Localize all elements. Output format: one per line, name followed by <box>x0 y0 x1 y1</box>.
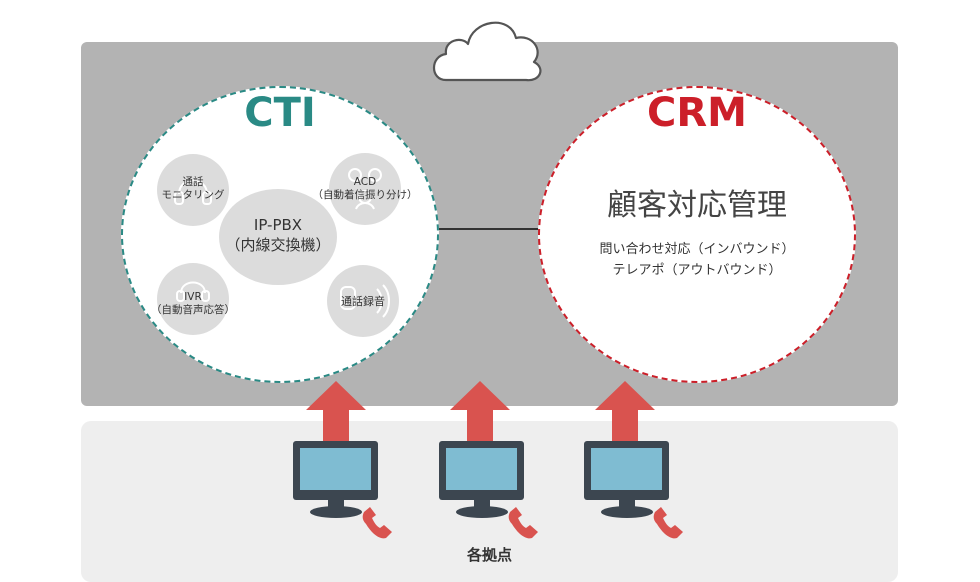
cti-crm-connector <box>439 228 538 230</box>
acd-label: ACD （自動着信振り分け） <box>312 176 418 201</box>
ivr-label: IVR （自動音声応答） <box>151 291 235 316</box>
people-icon <box>348 168 382 210</box>
up-arrow-icon <box>306 381 366 441</box>
acd-node <box>329 153 401 225</box>
sites-label: 各拠点 <box>466 546 512 564</box>
crm-subtitle: 顧客対応管理 <box>607 188 787 223</box>
ip-pbx-node <box>219 189 337 285</box>
ip-pbx-label: IP-PBX （内線交換機） <box>225 216 331 254</box>
monitoring-node <box>157 154 229 226</box>
phone-icon <box>362 507 392 539</box>
cti-title: CTI <box>244 90 316 136</box>
recording-label: 通話録音 <box>341 295 385 308</box>
monitoring-label: 通話 モニタリング <box>161 176 225 201</box>
headset-icon <box>176 281 210 302</box>
crm-title: CRM <box>647 90 747 136</box>
terminal-1 <box>293 441 392 539</box>
terminal-2 <box>439 441 538 539</box>
cloud-icon <box>432 21 542 82</box>
up-arrow-icon <box>595 381 655 441</box>
recording-node <box>327 265 399 337</box>
phone-icon <box>508 507 538 539</box>
up-arrow-icon <box>450 381 510 441</box>
ivr-node <box>157 263 229 335</box>
crm-line-inbound: 問い合わせ対応（インバウンド） <box>599 242 795 257</box>
sound-icon <box>340 284 390 318</box>
headset-icon <box>174 179 212 205</box>
crm-circle <box>538 86 856 383</box>
crm-line-outbound: テレアポ（アウトバウンド） <box>612 263 782 278</box>
phone-icon <box>653 507 683 539</box>
terminal-3 <box>584 441 683 539</box>
